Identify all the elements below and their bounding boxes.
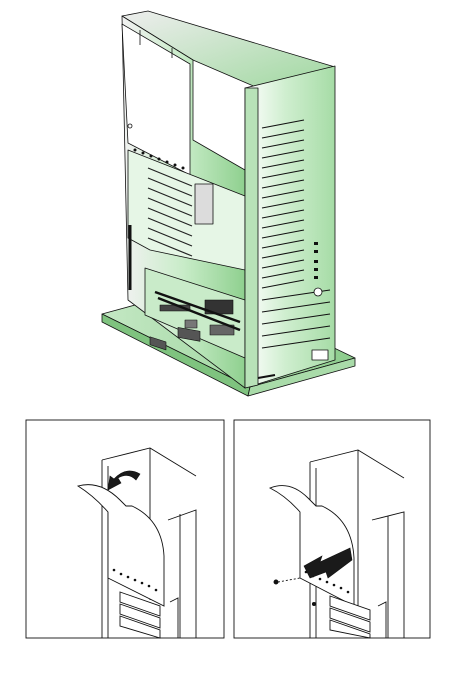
detail-view-remove-panel <box>233 419 431 639</box>
panel-remove-arrow-icon <box>303 547 353 579</box>
panel-tilt-out-arrow-icon <box>107 470 141 491</box>
card-cage <box>127 149 246 271</box>
bezel-badge <box>311 349 329 361</box>
drive-bays-right <box>329 595 371 639</box>
removed-side-panel <box>268 485 355 607</box>
screw-icon <box>273 577 301 585</box>
expansion-card-slots <box>147 167 193 257</box>
dimm-row <box>157 296 241 332</box>
drive-bays-left <box>119 591 161 639</box>
bezel-edge <box>244 87 259 389</box>
drive-bracket <box>194 183 214 225</box>
tower-base-side <box>247 357 356 397</box>
panel-latch <box>127 123 133 129</box>
power-button <box>313 287 323 297</box>
panel-screw-row <box>133 148 185 170</box>
bezel-foot <box>257 374 276 379</box>
panel-screw-row-right <box>304 570 350 594</box>
status-leds <box>314 242 318 279</box>
server-tower <box>101 10 356 397</box>
motherboard-components <box>149 299 235 351</box>
dimm-row <box>154 290 241 324</box>
detail-view-tilt-panel <box>25 419 225 639</box>
panel-screw-row-left <box>112 568 158 592</box>
drive-bay-slots <box>261 119 331 349</box>
tilted-side-panel <box>76 484 165 607</box>
screw-hole-icon <box>311 601 317 607</box>
